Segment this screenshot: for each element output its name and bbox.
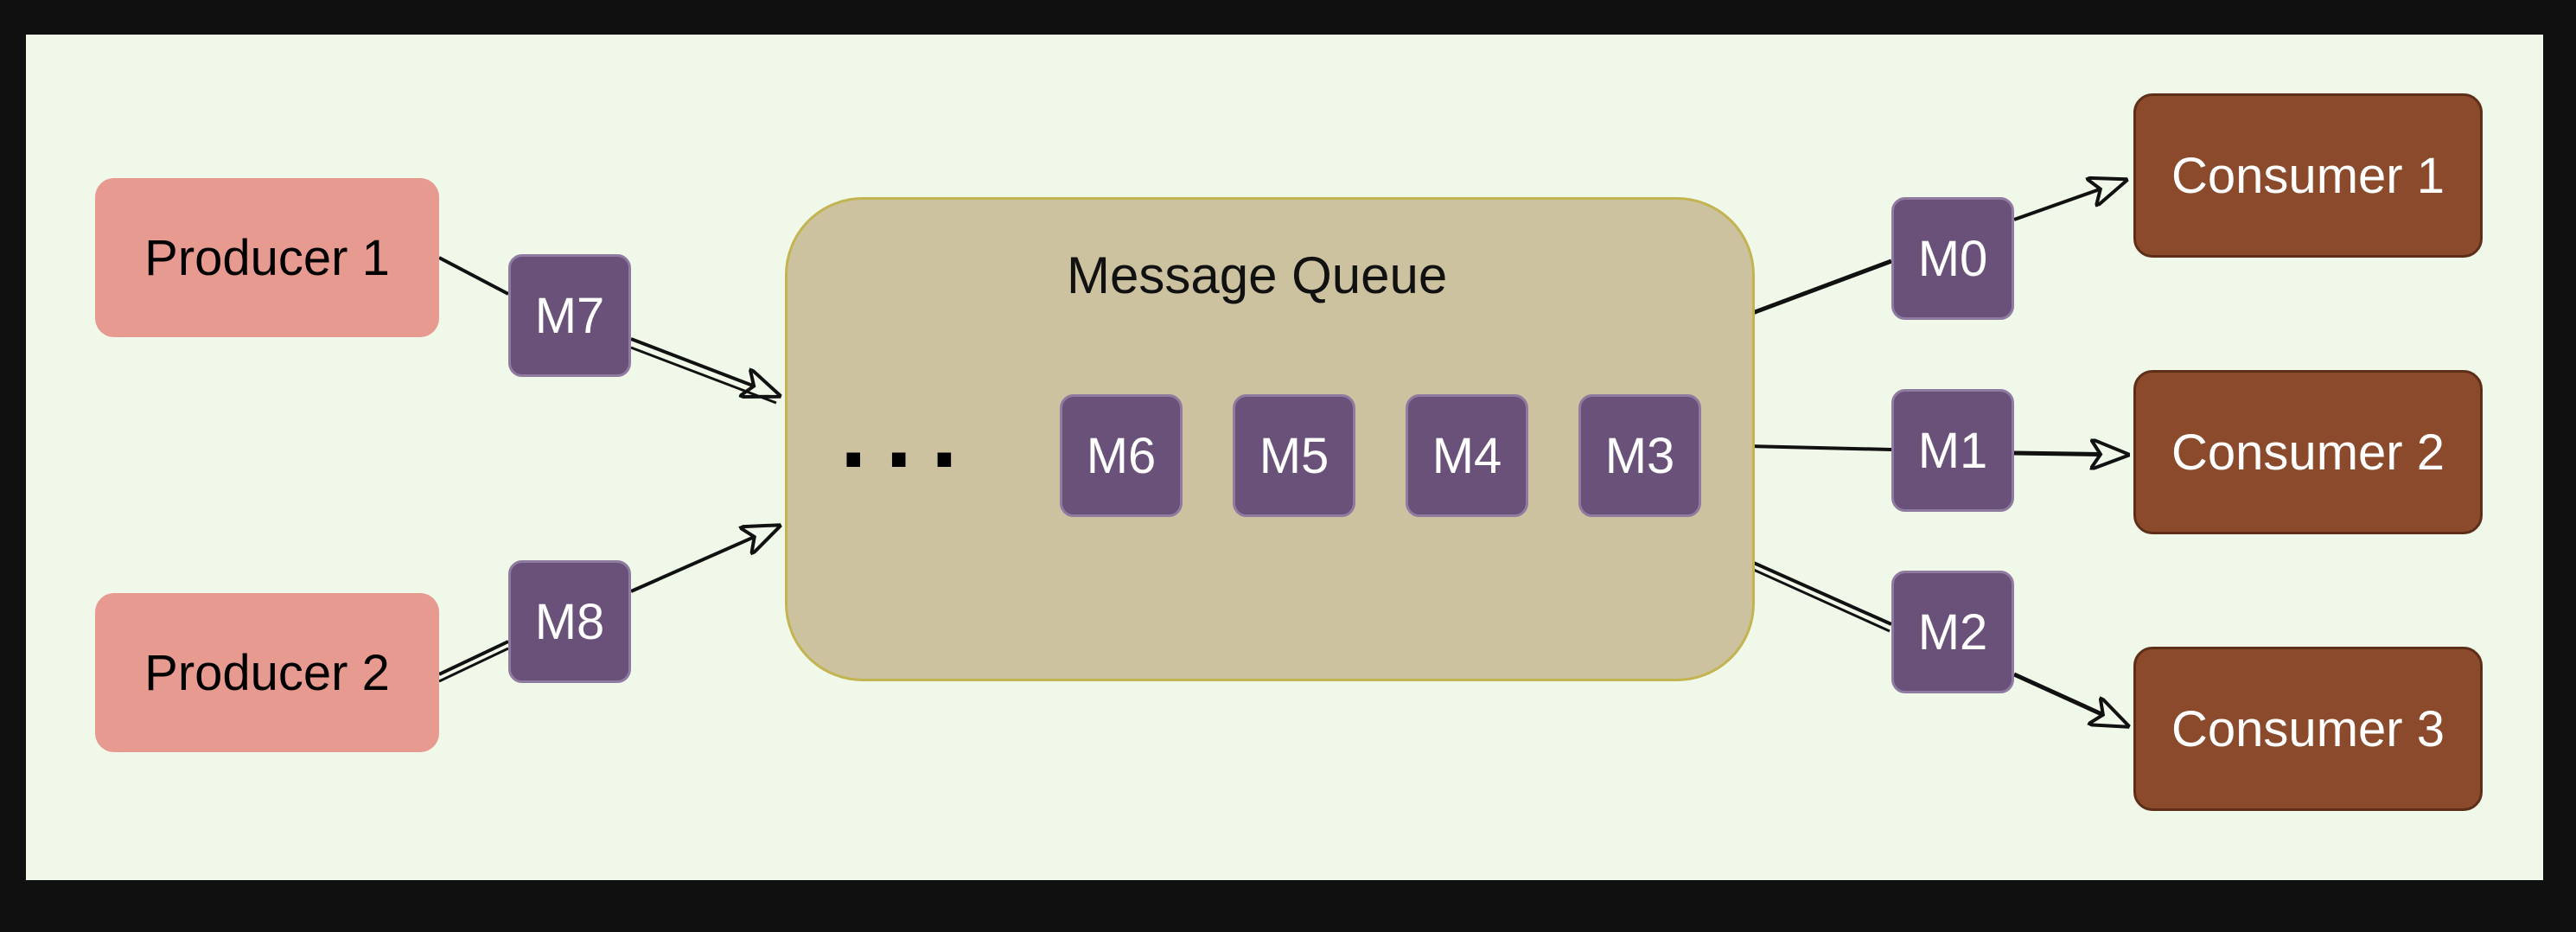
producer-2: Producer 2 xyxy=(95,593,439,752)
message-m1-label: M1 xyxy=(1917,422,1988,479)
message-m6: M6 xyxy=(1060,394,1183,517)
edge-m1-consumer2 xyxy=(2013,453,2128,455)
message-m8-label: M8 xyxy=(534,593,605,650)
message-m1: M1 xyxy=(1891,389,2014,512)
producer-2-label: Producer 2 xyxy=(144,644,390,701)
message-m7-label: M7 xyxy=(534,287,605,344)
queue-ellipsis: ... xyxy=(840,381,977,488)
message-m0: M0 xyxy=(1891,197,2014,320)
message-m4: M4 xyxy=(1406,394,1528,517)
consumer-3-label: Consumer 3 xyxy=(2171,700,2445,757)
consumer-2: Consumer 2 xyxy=(2133,370,2483,534)
consumer-1-label: Consumer 1 xyxy=(2171,147,2445,204)
message-m4-label: M4 xyxy=(1431,427,1502,484)
diagram-canvas: Producer 1 Producer 2 M7 M8 Message Queu… xyxy=(26,35,2543,880)
message-m5: M5 xyxy=(1233,394,1355,517)
message-m3-label: M3 xyxy=(1604,427,1675,484)
producer-1-label: Producer 1 xyxy=(144,229,390,286)
edge-producer1-m7 xyxy=(438,256,509,296)
edge-m8-queue xyxy=(630,526,780,593)
edge-m7-queue xyxy=(630,337,780,396)
edge-m0-consumer1 xyxy=(2013,180,2126,221)
edge-queue-m0 xyxy=(1747,259,1892,317)
message-m7: M7 xyxy=(508,254,631,377)
message-m5-label: M5 xyxy=(1259,427,1329,484)
message-m0-label: M0 xyxy=(1917,230,1988,287)
edge-queue-m1 xyxy=(1747,444,1892,451)
producer-1: Producer 1 xyxy=(95,178,439,337)
consumer-3: Consumer 3 xyxy=(2133,647,2483,811)
edge-producer2-m8 xyxy=(438,640,509,676)
edge-queue-m2 xyxy=(1747,559,1892,626)
message-m6-label: M6 xyxy=(1086,427,1157,484)
consumer-2-label: Consumer 2 xyxy=(2171,424,2445,481)
edge-m2-consumer3 xyxy=(2012,672,2128,726)
queue-title: Message Queue xyxy=(1067,246,1448,304)
connector-lines xyxy=(438,35,2543,880)
consumer-1: Consumer 1 xyxy=(2133,93,2483,258)
message-m2-label: M2 xyxy=(1917,603,1988,661)
message-m8: M8 xyxy=(508,560,631,683)
message-m2: M2 xyxy=(1891,571,2014,693)
message-m3: M3 xyxy=(1578,394,1701,517)
